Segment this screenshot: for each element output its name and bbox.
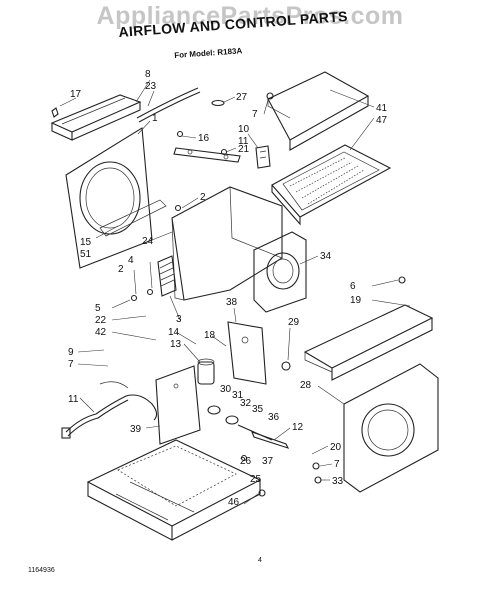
callout-38: 38	[226, 297, 238, 308]
callout-11-left: 11	[68, 394, 79, 405]
callout-11-top: 11	[238, 136, 249, 147]
callout-33: 33	[332, 476, 344, 487]
capacitor-part	[197, 358, 215, 385]
callout-leaders	[59, 79, 411, 505]
callout-19: 19	[350, 295, 362, 306]
control-knob-assembly-part	[207, 405, 290, 449]
callout-30: 30	[220, 384, 232, 395]
callout-36: 36	[268, 412, 280, 423]
side-panel-part	[303, 304, 434, 381]
callout-labels: 17 8 23 27 7 41 47 1 16 10 11 21 2 15 51…	[68, 69, 388, 508]
callout-42: 42	[95, 327, 107, 338]
callout-24: 24	[142, 236, 154, 247]
callout-23: 23	[145, 81, 157, 92]
louver-assembly-part	[157, 255, 177, 297]
callout-13: 13	[170, 339, 182, 350]
callout-6: 6	[350, 281, 356, 292]
mounting-rail-part	[173, 147, 241, 163]
base-pan-part	[86, 439, 262, 541]
callout-25: 25	[250, 474, 262, 485]
callout-31: 31	[232, 390, 244, 401]
gasket-part	[211, 99, 225, 107]
callout-29: 29	[288, 317, 300, 328]
grommet-part	[281, 361, 291, 371]
blower-housing-part	[171, 186, 283, 301]
watermark-logo: AppliancePartsPros.com	[96, 2, 404, 30]
callout-12: 12	[292, 422, 304, 433]
callout-51: 51	[80, 249, 92, 260]
callout-39: 39	[130, 424, 142, 435]
callout-3: 3	[176, 314, 182, 325]
callout-14: 14	[168, 327, 180, 338]
air-filter-part	[271, 144, 392, 226]
callout-17: 17	[70, 89, 82, 100]
callout-7-right: 7	[334, 459, 340, 470]
callout-4: 4	[128, 255, 134, 266]
wiring-harness-part	[61, 381, 158, 439]
callout-7-top: 7	[252, 109, 258, 120]
bracket-part-10	[255, 145, 271, 169]
callout-27: 27	[236, 92, 248, 103]
callout-5: 5	[95, 303, 101, 314]
top-cover-part	[267, 71, 370, 151]
page-number: 4	[258, 557, 262, 564]
callout-18: 18	[204, 330, 216, 341]
callout-16: 16	[198, 133, 210, 144]
callout-15: 15	[80, 237, 92, 248]
callout-26: 26	[240, 456, 252, 467]
callout-9: 9	[68, 347, 74, 358]
callout-2-mid: 2	[200, 192, 206, 203]
control-panel-part	[155, 365, 201, 445]
control-bracket-part	[227, 321, 267, 385]
top-left-bracket-part	[50, 94, 142, 141]
callout-28: 28	[300, 380, 312, 391]
callout-7-left: 7	[68, 359, 74, 370]
callout-21: 21	[238, 144, 250, 155]
blower-scroll-part	[253, 231, 307, 313]
rod-part	[136, 87, 201, 123]
callout-1: 1	[152, 113, 158, 124]
callout-22: 22	[95, 315, 107, 326]
callout-2-left: 2	[118, 264, 124, 275]
callout-34: 34	[320, 251, 332, 262]
callout-35: 35	[252, 404, 264, 415]
callout-47: 47	[376, 115, 388, 126]
callout-10: 10	[238, 124, 250, 135]
callout-20: 20	[330, 442, 342, 453]
callout-46: 46	[228, 497, 240, 508]
callout-41: 41	[376, 103, 388, 114]
callout-32: 32	[240, 398, 252, 409]
clip-part-17	[51, 107, 59, 118]
document-number: 1164936	[28, 567, 55, 574]
callout-8: 8	[145, 69, 151, 80]
callout-37: 37	[262, 456, 274, 467]
rear-panel-part	[343, 363, 439, 493]
